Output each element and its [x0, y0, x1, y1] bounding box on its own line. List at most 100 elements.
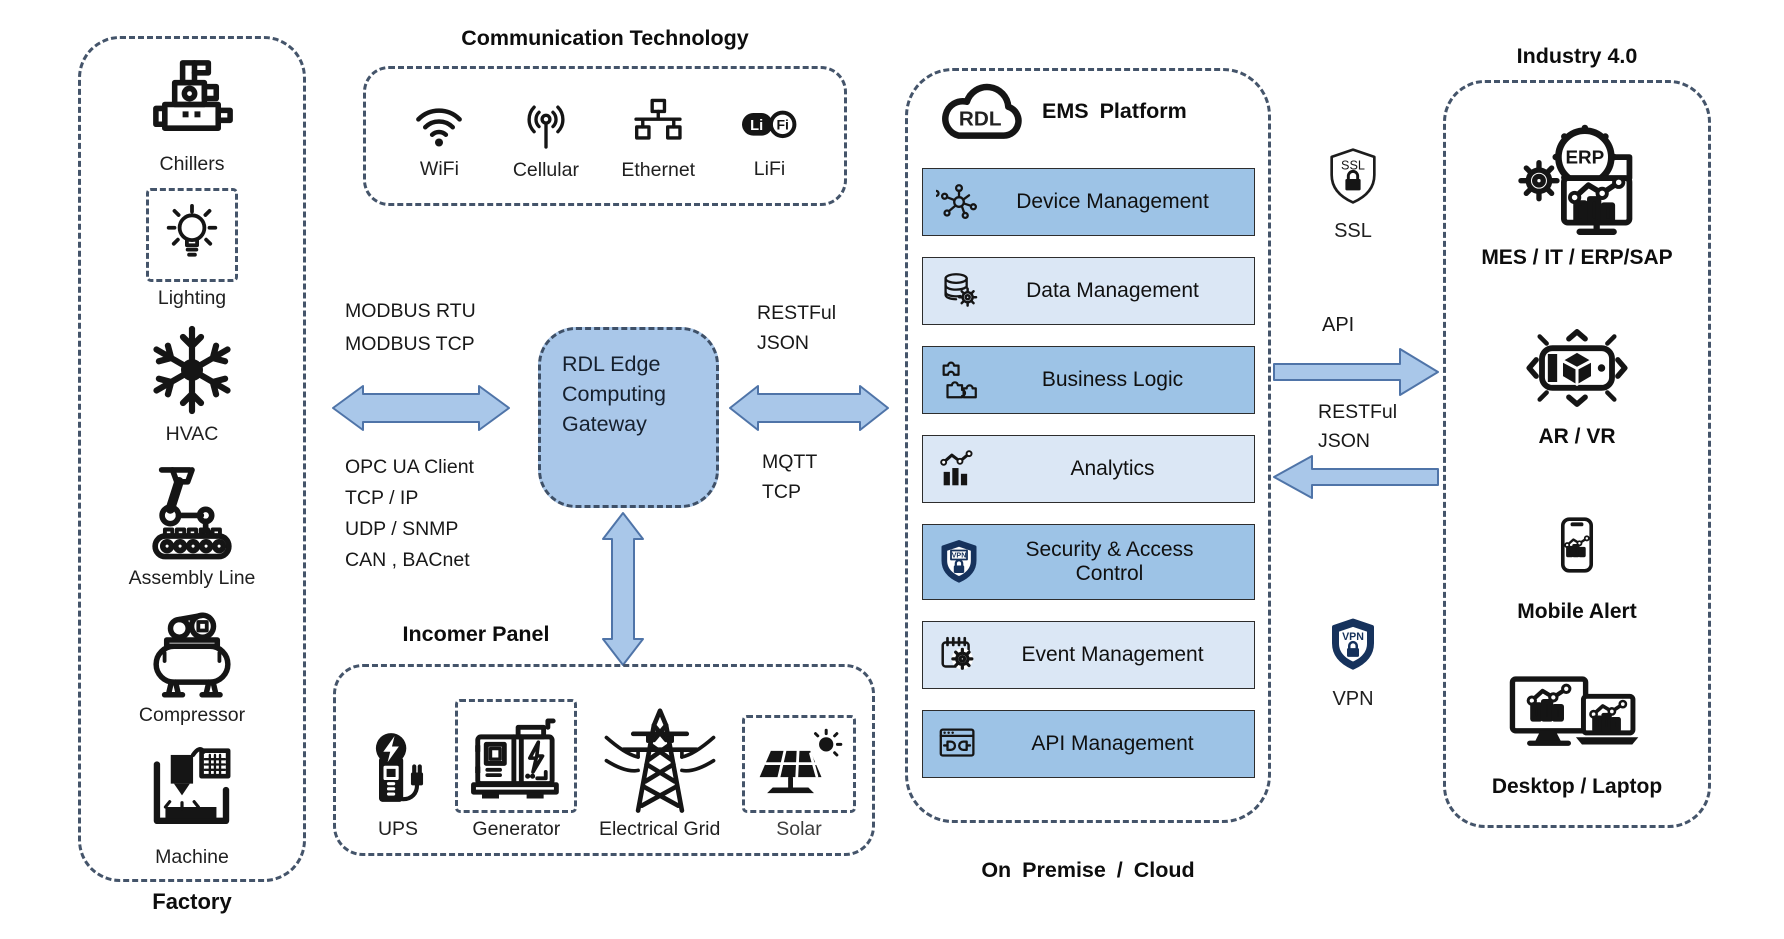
incomer-item-generator: Generator [455, 699, 578, 841]
gateway-label-line2: Computing [562, 382, 666, 406]
factory-item-lighting: Lighting [146, 188, 238, 310]
factory-label: Factory [152, 889, 232, 914]
industry-title: Industry 4.0 [1516, 44, 1638, 68]
comm-item-ethernet: Ethernet [621, 94, 695, 182]
json-return-label: JSON [1318, 430, 1371, 452]
ups-label: UPS [377, 818, 419, 840]
incomer-item-ups: UPS [360, 725, 436, 841]
ups-icon [375, 733, 424, 802]
incomer-item-solar: Solar [741, 715, 856, 841]
protocol-opc-ua: OPC UA Client [345, 456, 474, 478]
erp-systems-icon: ERP [1513, 123, 1633, 235]
ems-modules: Device Management Data Management [922, 168, 1255, 778]
industry-item-arvr: AR / VR [1521, 316, 1633, 449]
factory-item-chillers: Chillers [145, 53, 240, 176]
comm-item-lifi: Li Fi LiFi [738, 95, 802, 181]
ems-platform-title: EMS Platform [1042, 99, 1187, 123]
desktop-laptop-label: Desktop / Laptop [1491, 775, 1663, 798]
wifi-label: WiFi [419, 158, 459, 180]
factory-item-compressor: Compressor [139, 602, 245, 727]
event-management-label: Event Management [1021, 643, 1204, 667]
generator-label: Generator [472, 818, 561, 840]
wifi-icon [416, 108, 463, 147]
mobile-alert-label: Mobile Alert [1517, 600, 1637, 623]
module-business-logic: Business Logic [922, 346, 1255, 414]
protocol-mqtt: MQTT [762, 451, 818, 473]
data-management-label: Data Management [1026, 279, 1199, 303]
security-vpn-text: VPN [952, 551, 967, 560]
cnc-machine-icon [153, 747, 231, 824]
protocol-can-bacnet: CAN , BACnet [345, 549, 470, 571]
protocol-restful: RESTFul [757, 302, 837, 324]
generator-icon [471, 718, 560, 799]
solar-frame [741, 715, 856, 813]
mes-it-erp-sap-label: MES / IT / ERP/SAP [1481, 246, 1673, 269]
modbus-protocols: MODBUS RTU MODBUS TCP [345, 295, 476, 361]
lifi-logo-li: Li [750, 118, 763, 134]
chillers-icon [152, 60, 233, 131]
solar-panel-icon [759, 728, 843, 794]
ems-platform-box [905, 68, 1271, 823]
device-management-icon [935, 176, 983, 228]
protocol-tcp: TCP [762, 481, 801, 503]
ethernet-icon [634, 98, 682, 140]
api-label: API [1322, 314, 1355, 336]
protocol-udp-snmp: UDP / SNMP [345, 518, 459, 540]
incomer-panel-box: UPS Gene [333, 664, 875, 856]
ethernet-label: Ethernet [621, 159, 696, 181]
module-security-access: VPN Security & Access Control [922, 524, 1255, 600]
fieldbus-protocols: OPC UA Client TCP / IP UDP / SNMP CAN , … [345, 452, 474, 576]
gateway-label-line1: RDL Edge [562, 352, 661, 376]
ar-vr-label: AR / VR [1538, 425, 1616, 448]
lifi-icon: Li Fi [741, 110, 796, 139]
chillers-label: Chillers [159, 153, 225, 175]
module-api-management: API Management [922, 710, 1255, 778]
vpn-label: VPN [1332, 688, 1374, 710]
ems-industry-arrow [1273, 348, 1439, 396]
solar-label: Solar [776, 818, 822, 840]
factory-gateway-arrow [332, 385, 510, 431]
vpn-shield-icon: VPN [1332, 618, 1374, 670]
business-logic-label: Business Logic [1041, 368, 1184, 392]
on-premise-cloud-label: On Premise / Cloud [981, 858, 1195, 882]
restful-json-return-labels: RESTFul JSON [1318, 398, 1397, 456]
lighting-frame [146, 188, 238, 282]
incomer-title: Incomer Panel [402, 622, 550, 646]
ssl-label: SSL [1334, 220, 1372, 242]
industry-box: ERP MES / IT / ERP/SAP AR / VR [1443, 80, 1711, 828]
industry-item-desktop: Desktop / Laptop [1492, 670, 1662, 799]
vpn-shield-text: VPN [1342, 631, 1364, 643]
communication-box: WiFi Cellular Ethernet Li [363, 66, 847, 206]
electrical-grid-label: Electrical Grid [598, 818, 721, 840]
rdl-brand-text: RDL [959, 108, 1002, 131]
restful-json-labels: RESTFul JSON [757, 298, 836, 358]
comm-item-wifi: WiFi [408, 95, 470, 181]
factory-item-machine: Machine [141, 739, 243, 869]
erp-badge-text: ERP [1565, 147, 1604, 168]
mobile-phone-icon [1560, 517, 1594, 573]
api-management-icon [935, 718, 983, 770]
desktop-laptop-icon [1509, 676, 1639, 746]
comm-item-cellular: Cellular [513, 94, 579, 182]
assembly-line-label: Assembly Line [128, 567, 256, 589]
factory-item-assembly-line: Assembly Line [128, 458, 256, 590]
industry-item-erp: ERP MES / IT / ERP/SAP [1481, 123, 1673, 270]
module-device-management: Device Management [922, 168, 1255, 236]
incomer-item-grid: Electrical Grid [597, 701, 723, 841]
analytics-label: Analytics [1070, 457, 1155, 481]
lighting-label: Lighting [157, 287, 227, 309]
industry-item-mobile: Mobile Alert [1517, 495, 1637, 624]
security-shield-icon: VPN [935, 536, 983, 588]
snowflake-icon [144, 322, 240, 418]
rdl-cloud-icon: RDL [942, 83, 1022, 139]
communication-title: Communication Technology [461, 26, 749, 50]
cellular-icon [527, 105, 565, 149]
analytics-icon [935, 443, 983, 495]
lifi-label: LiFi [753, 158, 786, 180]
protocol-json: JSON [757, 332, 810, 354]
protocol-tcp-ip: TCP / IP [345, 487, 419, 509]
machine-label: Machine [155, 846, 229, 868]
ar-vr-icon [1526, 329, 1628, 407]
compressor-tank-icon [153, 612, 231, 698]
